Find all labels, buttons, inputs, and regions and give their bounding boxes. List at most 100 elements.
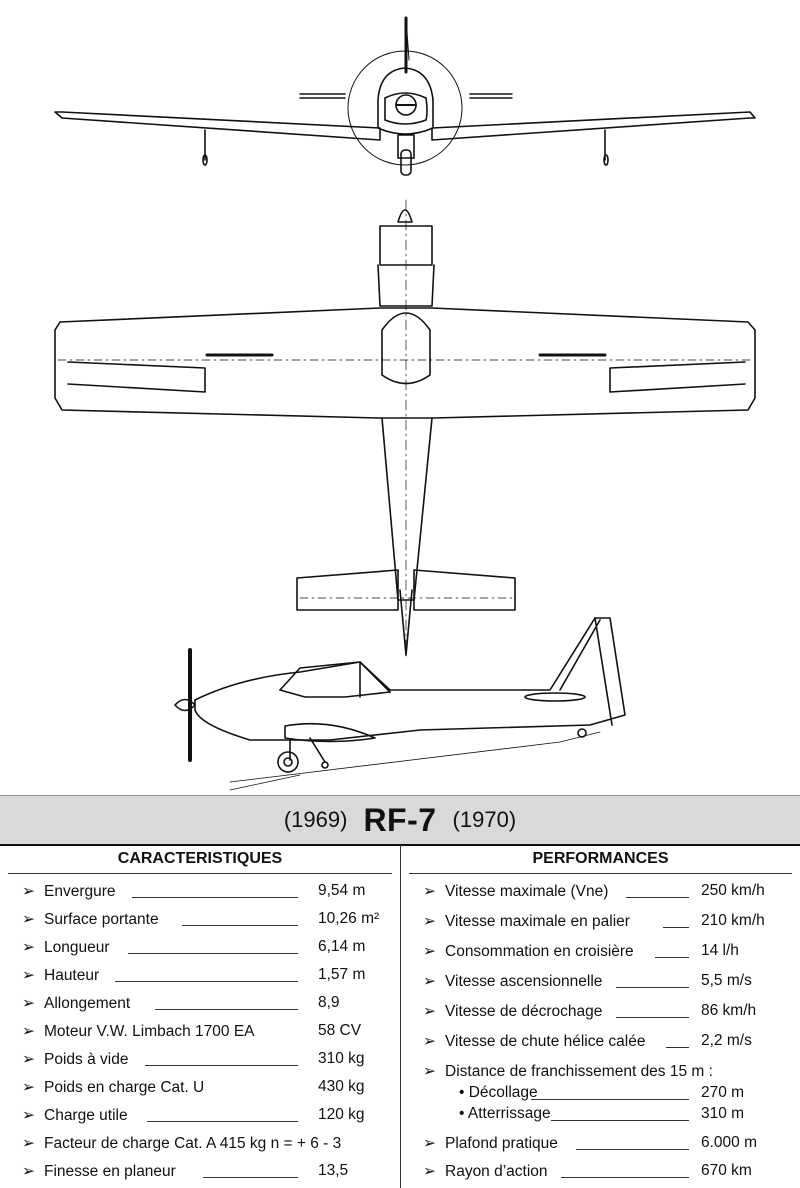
year-start: (1969) [283,807,348,832]
bullet-arrow-icon: ➢ [423,943,436,960]
performance-label: Distance de franchissement des 15 m : [445,1063,713,1080]
performance-label: Vitesse maximale en palier [445,913,630,930]
performance-label: Consommation en croisière [445,943,634,960]
performance-label: • Atterrissage [459,1105,551,1122]
year-end: (1970) [452,807,517,832]
leader-line [147,1121,298,1122]
characteristic-label: Facteur de charge Cat. A 415 kg n = + 6 … [44,1135,342,1152]
performance-value: 670 km [701,1162,752,1179]
performance-value: 86 km/h [701,1002,757,1019]
performance-label: Vitesse maximale (Vne) [445,883,609,900]
bullet-arrow-icon: ➢ [22,1079,35,1096]
leader-line [182,925,298,926]
top-view [54,199,756,661]
bullet-arrow-icon: ➢ [423,973,436,990]
bullet-arrow-icon: ➢ [423,1163,436,1180]
characteristic-label: Allongement [44,995,131,1012]
characteristic-label: Finesse en planeur [44,1163,176,1180]
characteristic-label: Charge utile [44,1107,128,1124]
characteristic-row: ➢ Longueur 6,14 m [22,938,400,960]
characteristic-label: Hauteur [44,967,100,984]
characteristic-row: ➢ Envergure 9,54 m [22,882,400,904]
performance-label: • Décollage [459,1084,538,1101]
performance-row: ➢ Rayon d’action 670 km [423,1162,799,1184]
performance-row: • Atterrissage 310 m [423,1105,799,1127]
characteristic-row: ➢ Poids à vide 310 kg [22,1050,400,1072]
leader-line [115,981,298,982]
bullet-arrow-icon: ➢ [423,1063,436,1080]
characteristic-row: ➢ Poids en charge Cat. U 430 kg [22,1078,400,1100]
leader-line [666,1047,689,1048]
bullet-arrow-icon: ➢ [423,883,436,900]
characteristic-value: 310 kg [318,1050,365,1067]
three-view-drawing [54,16,756,791]
performance-value: 6.000 m [701,1134,758,1151]
performance-row: ➢ Distance de franchissement des 15 m : [423,1062,799,1084]
characteristic-label: Envergure [44,883,116,900]
leader-line [655,957,689,958]
characteristic-value: 58 CV [318,1022,362,1039]
leader-line [663,927,689,928]
characteristic-value: 13,5 [318,1162,349,1179]
performance-label: Rayon d’action [445,1163,548,1180]
characteristic-label: Poids en charge Cat. U [44,1079,205,1096]
performance-label: Plafond pratique [445,1135,558,1152]
characteristic-label: Poids à vide [44,1051,129,1068]
performance-value: 270 m [701,1084,745,1101]
characteristic-row: ➢ Allongement 8,9 [22,994,400,1016]
performance-value: 250 km/h [701,882,765,899]
bullet-arrow-icon: ➢ [22,911,35,928]
performance-label: Vitesse ascensionnelle [445,973,603,990]
characteristic-value: 10,26 m² [318,910,380,927]
performance-value: 14 l/h [701,942,739,959]
leader-line [203,1177,298,1178]
bullet-arrow-icon: ➢ [22,1051,35,1068]
bullet-arrow-icon: ➢ [22,939,35,956]
bullet-arrow-icon: ➢ [22,1135,35,1152]
characteristic-value: 430 kg [318,1078,365,1095]
leader-line [155,1009,298,1010]
characteristic-value: 8,9 [318,994,340,1011]
characteristic-value: 120 kg [318,1106,365,1123]
bullet-arrow-icon: ➢ [423,1135,436,1152]
side-view [174,617,626,791]
characteristic-row: ➢ Surface portante 10,26 m² [22,910,400,932]
column-divider [400,845,401,1188]
bullet-arrow-icon: ➢ [423,1033,436,1050]
performance-row: ➢ Vitesse maximale (Vne) 250 km/h [423,882,799,904]
characteristics-heading: CARACTERISTIQUES [8,845,392,874]
leader-line [551,1120,689,1121]
leader-line [531,1099,689,1100]
performance-label: Vitesse de chute hélice calée [445,1033,646,1050]
leader-line [576,1149,689,1150]
performance-row: ➢ Plafond pratique 6.000 m [423,1134,799,1156]
leader-line [145,1065,298,1066]
leader-line [616,987,689,988]
bullet-arrow-icon: ➢ [22,995,35,1012]
bullet-arrow-icon: ➢ [22,967,35,984]
performance-row: ➢ Consommation en croisière 14 l/h [423,942,799,964]
performance-value: 310 m [701,1105,745,1122]
performances-column: PERFORMANCES ➢ Vitesse maximale (Vne) 250 … [401,845,800,1188]
characteristic-value: 6,14 m [318,938,366,955]
leader-line [132,897,298,898]
leader-line [626,897,689,898]
bullet-arrow-icon: ➢ [22,883,35,900]
characteristic-label: Longueur [44,939,110,956]
characteristic-value: 9,54 m [318,882,366,899]
leader-line [616,1017,689,1018]
leader-line [128,953,298,954]
bullet-arrow-icon: ➢ [423,913,436,930]
characteristic-label: Surface portante [44,911,159,928]
performances-heading: PERFORMANCES [409,845,792,874]
model-title: RF-7 [363,801,437,838]
title-band: (1969) RF-7 (1970) [0,795,800,846]
